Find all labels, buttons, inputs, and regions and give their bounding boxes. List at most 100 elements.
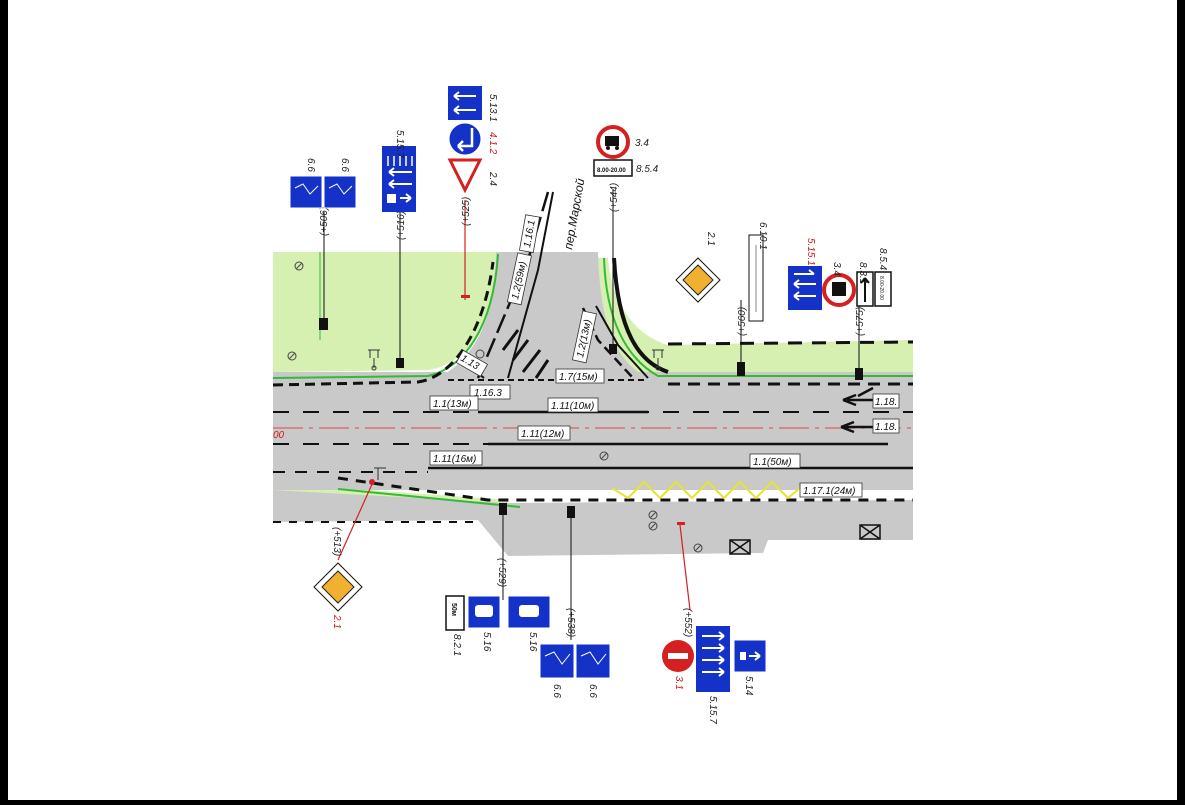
sign-6-6-pair-bottom (539, 643, 611, 679)
marking-labels: 1.16.1 1.2(59м) 1.2(13м) 1.13 1.16.3 1.7… (429, 214, 900, 498)
curb-top-left (272, 261, 495, 387)
label-1-11-10: 1.11(10м) (547, 397, 599, 413)
chainage-506: (+506) (319, 207, 330, 236)
turn-right-mandatory-icon (448, 122, 482, 156)
sign-code-6-6-b: 6.6 (339, 158, 350, 172)
sign-5-16-a (467, 595, 501, 629)
label-1-1-50: 1.1(50м) (749, 453, 801, 469)
sign-2-4 (447, 158, 483, 194)
sign-code-3-4-top: 3.4 (635, 138, 649, 149)
lamp-symbols (368, 349, 664, 480)
sign-5-14 (733, 639, 767, 673)
chainage-544: (+544) (609, 183, 620, 212)
underpass-sign-icon (539, 643, 575, 679)
chainage-525: (+525) (461, 197, 472, 226)
sign-5-16-b (507, 595, 551, 629)
side-road-line-2 (507, 191, 554, 379)
left-edge-label: 00 (273, 430, 285, 441)
label-1-18-a: 1.18. (872, 393, 900, 409)
side-road-line-4 (595, 305, 649, 379)
crossed-box-2 (859, 524, 881, 540)
sign-2-1-top (675, 257, 721, 303)
sign-code-8-5-4-top: 8.5.4 (636, 164, 659, 175)
sign-code-6-6-c: 6.6 (551, 684, 562, 698)
curb-right-top (667, 340, 914, 346)
svg-text:1.7(15м): 1.7(15м) (559, 372, 598, 383)
sign-8-2-1: 50м (445, 595, 465, 631)
sign-code-5-16-b: 5.16 (527, 632, 538, 652)
svg-text:1.16.1: 1.16.1 (522, 219, 538, 248)
sign-5-15-7-bottom (696, 626, 730, 692)
label-1-2-13: 1.2(13м) (571, 310, 597, 364)
distance-plate-icon (445, 595, 465, 631)
time-plate-text: 8.00-20.00 (597, 168, 626, 174)
chainage-560: (+560) (737, 307, 748, 336)
sign-code-5-15-1: 5.15.1 (805, 238, 816, 266)
side-road-line-3 (581, 307, 634, 379)
sign-code-5-13-1: 5.13.1 (487, 94, 498, 122)
sign-5-15-1 (788, 266, 822, 310)
sign-code-6-6-a: 6.6 (305, 158, 316, 172)
green-area-top-right (598, 258, 913, 375)
road-base (272, 252, 913, 556)
svg-text:1.17.1(24м): 1.17.1(24м) (803, 486, 855, 497)
sign-pole-red-lines (337, 200, 691, 611)
lane-direction-sign-icon (788, 266, 822, 310)
sign-poles (323, 190, 860, 640)
chainage-552: (+552) (682, 608, 693, 637)
sign-5-13-1 (448, 86, 482, 120)
sign-code-6-10-1: 6.10.1 (757, 222, 768, 250)
lane-arrow-upper (842, 386, 878, 407)
road-plan-drawing: 00 1.16.1 1.2(59м) 1.2(13м) 1.13 1.16.3 … (272, 86, 914, 724)
distance-plate-text: 50м (450, 603, 457, 616)
sign-code-5-15-7-bottom: 5.15.7 (707, 696, 718, 724)
sign-code-2-1-top: 2.1 (705, 231, 716, 246)
sign-5-15-7-top (382, 146, 416, 212)
island-hatch (501, 329, 550, 379)
chainage-575: (+575) (855, 307, 866, 336)
plan-sheet: 00 1.16.1 1.2(59м) 1.2(13м) 1.13 1.16.3 … (8, 0, 1177, 800)
label-1-17-1: 1.17.1(24м) (799, 482, 863, 498)
chainage-labels: (+506) (+516) (+525) (+544) (+560) (+575… (319, 183, 866, 637)
underpass-sign-icon (323, 175, 357, 209)
sign-code-3-4-right: 3.4 (831, 262, 842, 276)
sign-3-4-top (596, 125, 630, 159)
label-1-18-b: 1.18. (872, 418, 900, 434)
svg-text:1.18.: 1.18. (875, 422, 897, 433)
lower-road-surface (273, 490, 913, 556)
sign-6-10-1 (748, 234, 764, 322)
sign-code-5-16-a: 5.16 (481, 632, 492, 652)
svg-text:1.11(12м): 1.11(12м) (521, 429, 564, 440)
chainage-529: (+529) (496, 558, 507, 587)
time-plate-right-text: 8.00-20.00 (878, 276, 884, 300)
crossed-box-1 (729, 539, 751, 555)
svg-text:1.11(10м): 1.11(10м) (551, 401, 594, 412)
label-1-2-59: 1.2(59м) (506, 252, 532, 306)
label-1-7-15: 1.7(15м) (555, 368, 605, 384)
sign-code-8-3-1: 8.3.1 (857, 262, 868, 284)
chainage-513: (+513) (331, 527, 342, 556)
chainage-516: (+516) (396, 211, 407, 240)
svg-text:1.1(50м): 1.1(50м) (753, 457, 792, 468)
sign-4-1-2 (448, 122, 482, 156)
svg-text:1.16.3: 1.16.3 (474, 388, 502, 399)
sign-code-5-15-7-top: 5.15.7 (394, 130, 405, 158)
zigzag-marking (611, 480, 801, 500)
green-area-top-left (273, 252, 496, 372)
bus-bay-line (337, 476, 913, 502)
sign-code-6-6-d: 6.6 (587, 684, 598, 698)
sign-3-1 (662, 640, 694, 672)
sign-3-4-right (822, 273, 856, 307)
marking-lines (272, 191, 914, 523)
underpass-sign-icon (575, 643, 611, 679)
sign-6-6-pair-top (289, 175, 357, 209)
hydrant-symbols (287, 261, 703, 553)
sign-code-8-5-4-right: 8.5.4 (877, 248, 888, 271)
sign-code-3-1: 3.1 (673, 676, 684, 690)
sign-code-2-4: 2.4 (487, 171, 498, 186)
label-1-16-1: 1.16.1 (518, 214, 540, 254)
time-plate-top: 8.00-20.00 (593, 159, 633, 177)
label-1-11-12: 1.11(12м) (517, 425, 571, 441)
lane-turn-sign-icon (448, 86, 482, 120)
sign-8-3-1 (856, 271, 874, 307)
